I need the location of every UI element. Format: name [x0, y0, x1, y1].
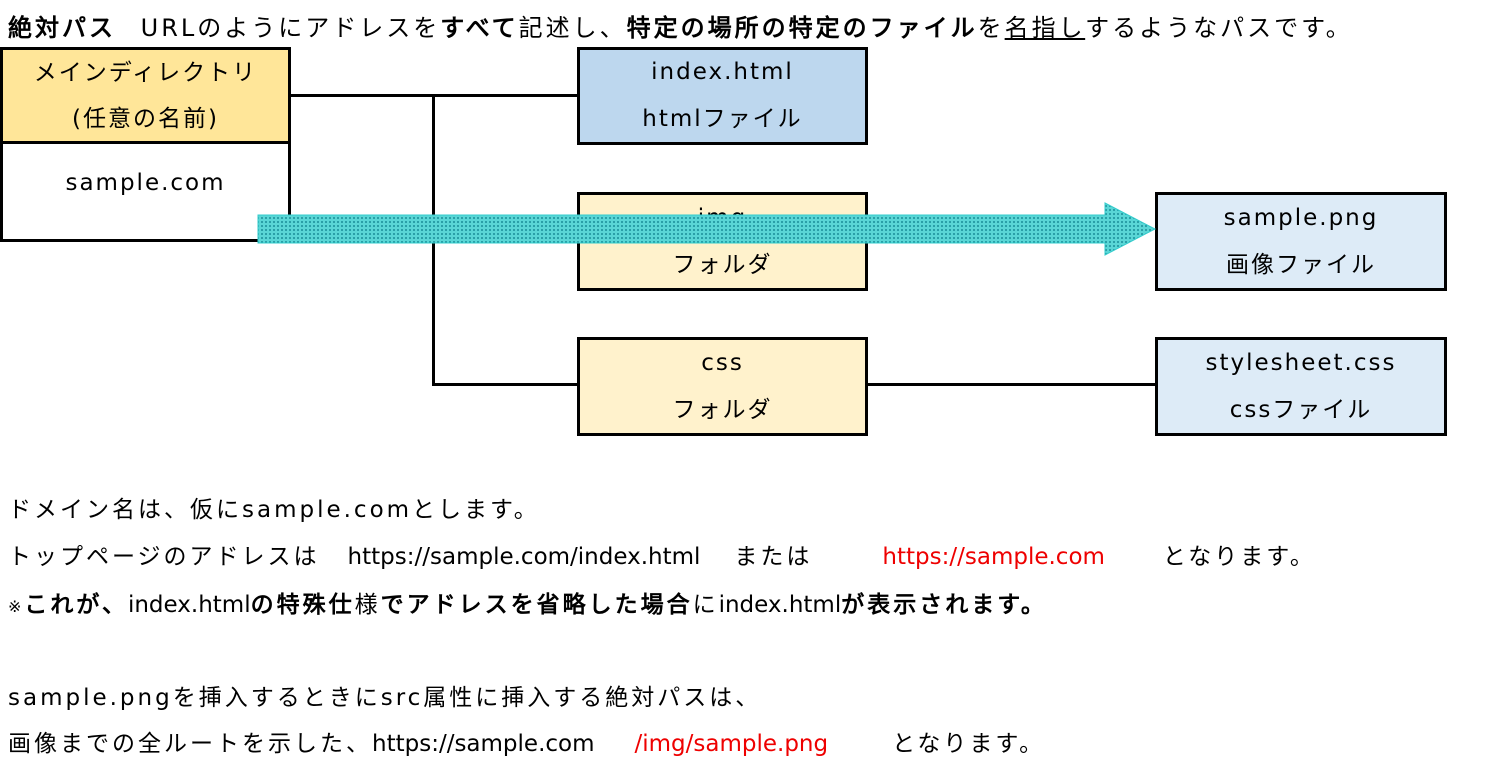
stylesheet-box: stylesheet.css cssファイル [1155, 337, 1447, 436]
heading-text: URLのようにアドレスを [140, 14, 441, 42]
route-domain: https://sample.com [372, 731, 595, 757]
body-line-toppage: トップページのアドレスは https://sample.com/index.htm… [8, 537, 1316, 571]
note-mark: ※ [8, 597, 25, 616]
note-text-bold: これが、 [24, 592, 128, 618]
connector-trunk-to-css [432, 383, 579, 386]
toppage-end: となります。 [1162, 544, 1316, 570]
heading-text-underlined: 名指し [1004, 14, 1086, 42]
main-directory-box: メインディレクトリ (任意の名前) [0, 47, 291, 144]
connector-trunk-to-img [432, 240, 579, 243]
heading-text: 記述し、 [518, 14, 627, 42]
img-folder-name: img [697, 204, 748, 231]
img-folder-box: img フォルダ [577, 192, 868, 291]
heading-text-bold: 特定の場所の特定のファイル [626, 14, 978, 42]
body-line-src: sample.pngを挿入するときにsrc属性に挿入する絶対パスは、 [8, 685, 762, 711]
css-folder-name: css [701, 349, 744, 376]
img-folder-kind: フォルダ [672, 251, 773, 278]
index-html-name: index.html [651, 59, 794, 85]
note-text-bold: が表示されます。 [841, 592, 1047, 618]
toppage-label: トップページのアドレスは [8, 544, 320, 570]
stylesheet-kind: cssファイル [1229, 396, 1373, 423]
toppage-or: または [734, 544, 813, 570]
heading-term: 絶対パス [8, 14, 116, 42]
route-end: となります。 [892, 731, 1046, 757]
route-path: /img/sample.png [634, 731, 829, 757]
stylesheet-name: stylesheet.css [1205, 349, 1397, 376]
note-filename: index.html [127, 592, 251, 618]
main-directory-note: (任意の名前) [72, 105, 219, 132]
connector-css-to-stylesheet [866, 383, 1156, 386]
body-line-route: 画像までの全ルートを示した、https://sample.com/img/sam… [8, 724, 1045, 758]
heading-text: するようなパスです。 [1085, 14, 1353, 42]
heading-text-bold: すべて [440, 14, 519, 42]
body-line-domain: ドメイン名は、仮にsample.comとします。 [8, 497, 540, 523]
toppage-short-url: https://sample.com [882, 544, 1105, 570]
main-directory-label: メインディレクトリ [33, 59, 258, 86]
css-folder-kind: フォルダ [672, 396, 773, 423]
index-html-kind: htmlファイル [642, 106, 803, 132]
toppage-full-url: https://sample.com/index.html [347, 544, 701, 570]
domain-box: sample.com [0, 141, 291, 242]
domain-name: sample.com [65, 170, 226, 196]
css-folder-box: css フォルダ [577, 337, 868, 436]
note-filename: index.html [718, 592, 842, 618]
sample-png-box: sample.png 画像ファイル [1155, 192, 1447, 291]
body-line-note: ※これが、index.htmlの特殊仕様でアドレスを省略した場合にindex.h… [8, 585, 1047, 619]
sample-png-name: sample.png [1223, 204, 1379, 231]
note-text-bold: でアドレスを省略した場合 [380, 592, 693, 618]
note-text: 様 [354, 592, 381, 618]
note-text: に [692, 592, 719, 618]
heading-text: を [977, 14, 1005, 42]
heading: 絶対パス URLのようにアドレスをすべて記述し、特定の場所の特定のファイルを名指… [8, 8, 1353, 43]
index-html-box: index.html htmlファイル [577, 47, 868, 145]
note-text-bold: の特殊仕 [250, 592, 355, 618]
route-label: 画像までの全ルートを示した、 [8, 731, 372, 757]
sample-png-kind: 画像ファイル [1226, 251, 1376, 278]
